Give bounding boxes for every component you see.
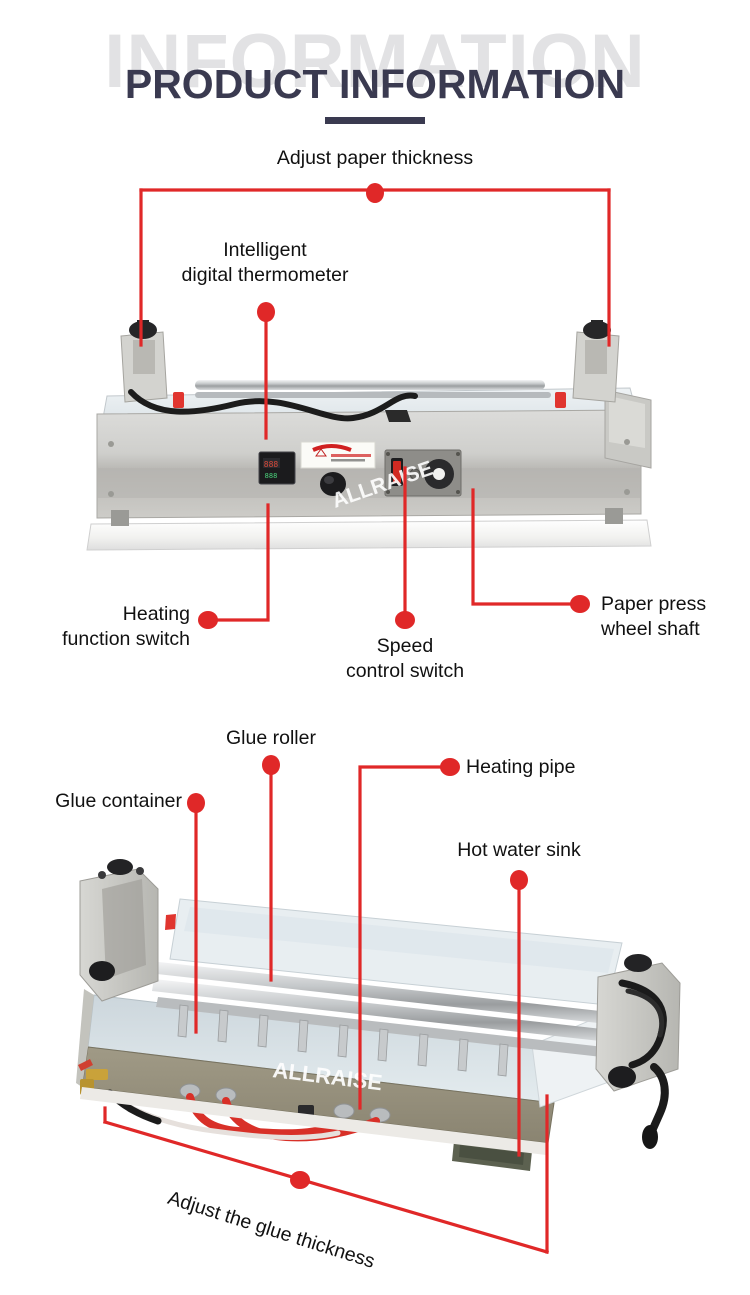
callout-label-glue-roller: Glue roller bbox=[226, 727, 316, 749]
title-underline-rule bbox=[325, 117, 425, 124]
dot-heating-pipe bbox=[440, 758, 460, 776]
callout-label-line-1: Speed bbox=[376, 635, 434, 657]
callout-label-adjust-paper-thickness: Adjust paper thickness bbox=[276, 147, 474, 169]
machine-angled-photo: ALLRAISE bbox=[76, 859, 681, 1171]
callout-label-line-1: Heating bbox=[122, 603, 190, 625]
callout-label-line-2: wheel shaft bbox=[601, 618, 700, 640]
dot-glue-roller bbox=[262, 755, 280, 775]
callout-label-line-2: function switch bbox=[62, 628, 190, 650]
callout-label-paper-press-wheel-shaft: Paper press wheel shaft bbox=[601, 592, 750, 642]
callout-label-intelligent-digital-thermometer: Intelligent digital thermometer bbox=[120, 238, 410, 288]
page-title: PRODUCT INFORMATION bbox=[124, 61, 626, 107]
svg-text:888: 888 bbox=[264, 460, 279, 469]
callout-label-heating-function-switch: Heating function switch bbox=[0, 602, 190, 652]
callout-label-line-2: control switch bbox=[345, 660, 465, 682]
callout-label-line-1: Paper press bbox=[601, 593, 707, 615]
callout-label-speed-control-switch: Speed control switch bbox=[280, 634, 530, 684]
callout-label-hot-water-sink: Hot water sink bbox=[457, 839, 581, 861]
page-header: INFORMATION PRODUCT INFORMATION bbox=[0, 0, 750, 135]
callout-label-adjust-the-glue-thickness: Adjust the glue thickness bbox=[165, 1186, 378, 1273]
callout-label-line-2: digital thermometer bbox=[181, 264, 349, 286]
dot-adjust-paper-thickness bbox=[366, 183, 384, 203]
header-watermark-text: INFORMATION bbox=[104, 19, 646, 104]
dot-paper-press-wheel-shaft bbox=[570, 595, 590, 613]
dot-heating-function-switch bbox=[198, 611, 218, 629]
callout-label-glue-container: Glue container bbox=[55, 790, 182, 812]
dot-glue-container bbox=[187, 793, 205, 813]
machine-front-photo: 888 888 ALLRAISE bbox=[86, 320, 652, 551]
dot-speed-control-switch bbox=[395, 611, 415, 629]
callout-label-heating-pipe: Heating pipe bbox=[466, 756, 576, 778]
callout-label-line-1: Intelligent bbox=[223, 239, 307, 261]
svg-text:888: 888 bbox=[265, 472, 278, 480]
